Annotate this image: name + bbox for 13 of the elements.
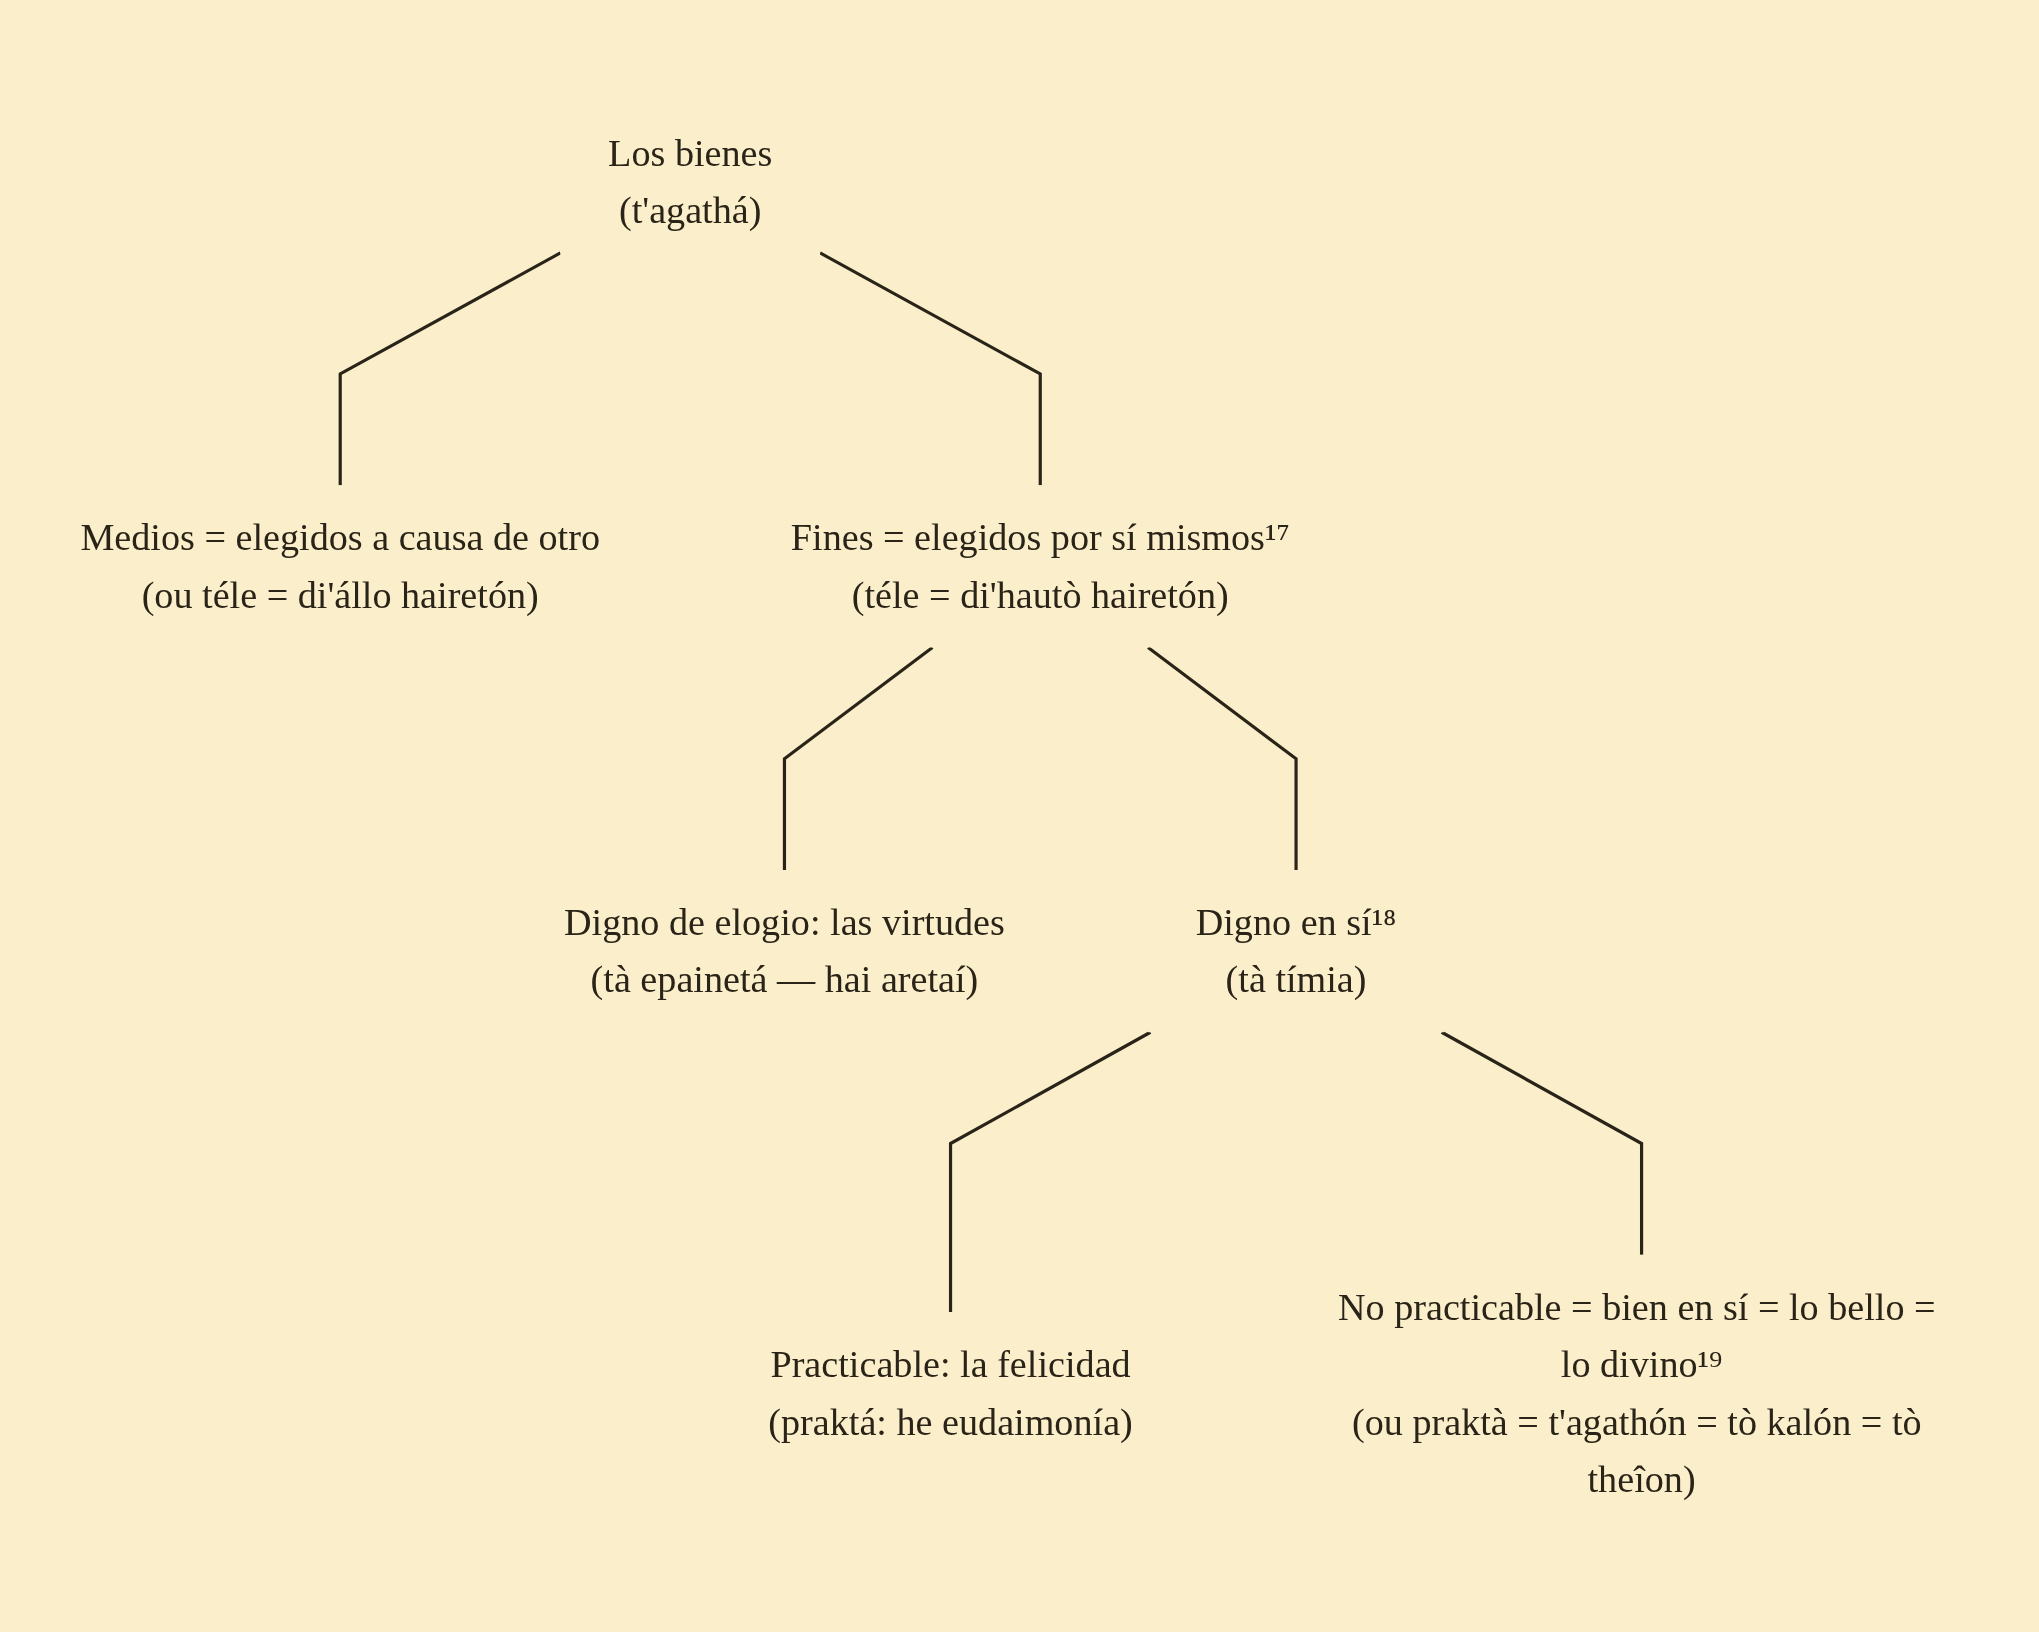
connector (1440, 1030, 1643, 1255)
connector (338, 251, 561, 486)
node-text: Los bienes (t'agathá) (607, 132, 772, 231)
node-text: Medios = elegidos a causa de otro (ou téle = di'állo hairetón) (79, 517, 600, 616)
connector (948, 1030, 1151, 1313)
connector (782, 646, 933, 871)
node-text: Digno en sí¹⁸ (tà tímia) (1195, 901, 1396, 1001)
connector (1146, 646, 1298, 871)
connector (818, 251, 1042, 486)
node-text: Digno de elogio: las virtudes (tà epainetá — hai aretaí) (563, 901, 1005, 1001)
node-text: No practicable = bien en sí = lo bello = lo divino¹⁹ (ou praktà = t'agathón = tò kalón = tò theîon) (1337, 1286, 1936, 1500)
node-text: Fines = elegidos por sí mismos¹⁷ (téle = di'hautò hairetón) (790, 517, 1290, 616)
node-text: Practicable: la felicidad (praktá: he eudaimonía) (767, 1343, 1133, 1443)
